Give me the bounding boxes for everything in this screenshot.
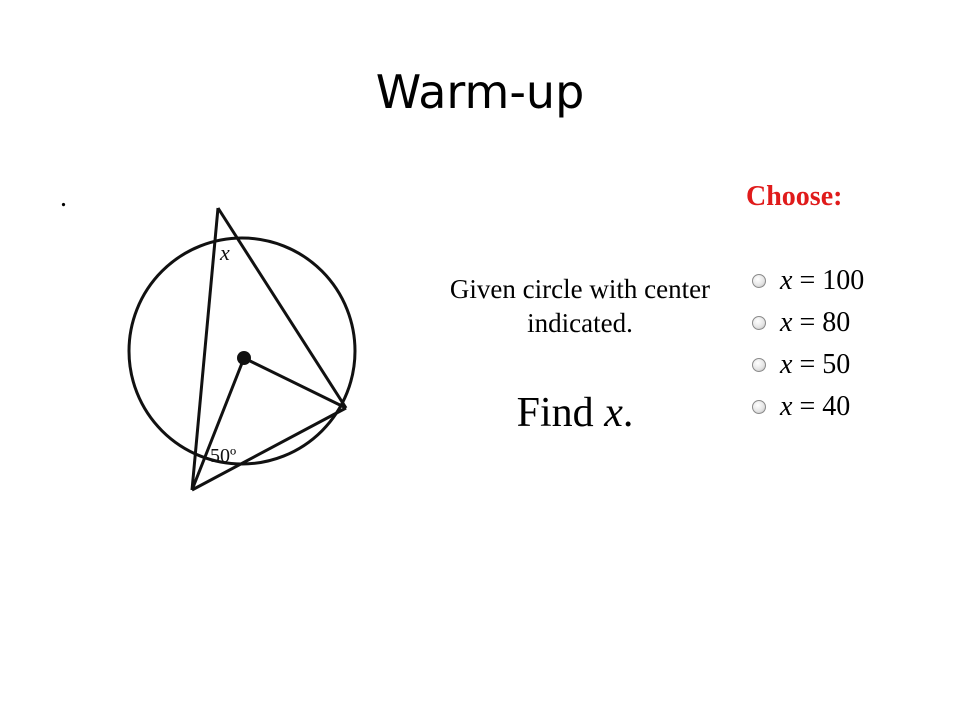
- radio-button-icon[interactable]: [752, 358, 766, 372]
- slide-title: Warm-up: [375, 65, 585, 119]
- answer-option-label: x = 50: [780, 349, 851, 380]
- problem-number: .: [60, 182, 67, 213]
- radio-button-icon[interactable]: [752, 316, 766, 330]
- answer-option-3[interactable]: x = 50: [752, 344, 864, 386]
- answer-option-1[interactable]: x = 100: [752, 260, 864, 302]
- angle-50-label: 50º: [210, 445, 236, 467]
- find-suffix: .: [622, 390, 634, 436]
- find-variable: x: [604, 390, 623, 436]
- circle-outline: [127, 236, 357, 466]
- chord-top-bottom: [190, 207, 220, 491]
- angle-x-label: x: [219, 240, 230, 265]
- problem-statement-line-2: indicated.: [527, 308, 633, 338]
- answer-option-label: x = 100: [780, 265, 865, 296]
- answer-option-4[interactable]: x = 40: [752, 386, 864, 428]
- answer-option-label: x = 40: [780, 391, 851, 422]
- chord-bottom-right: [191, 406, 347, 492]
- chord-top-right: [216, 207, 348, 409]
- find-prompt: Find x.: [420, 388, 730, 438]
- answer-option-label: x = 80: [780, 307, 851, 338]
- answer-option-2[interactable]: x = 80: [752, 302, 864, 344]
- center-point: [237, 351, 251, 365]
- radius-to-bottom: [190, 357, 246, 491]
- answer-options: x = 100 x = 80 x = 50 x = 40: [752, 260, 864, 428]
- radio-button-icon[interactable]: [752, 274, 766, 288]
- circle-diagram: x 50º: [127, 207, 357, 492]
- problem-statement: Given circle with center indicated.: [420, 272, 740, 340]
- find-prefix: Find: [516, 390, 605, 436]
- choose-heading: Choose:: [746, 181, 843, 212]
- problem-statement-line-1: Given circle with center: [449, 274, 711, 304]
- radio-button-icon[interactable]: [752, 400, 766, 414]
- radius-to-right: [243, 356, 347, 410]
